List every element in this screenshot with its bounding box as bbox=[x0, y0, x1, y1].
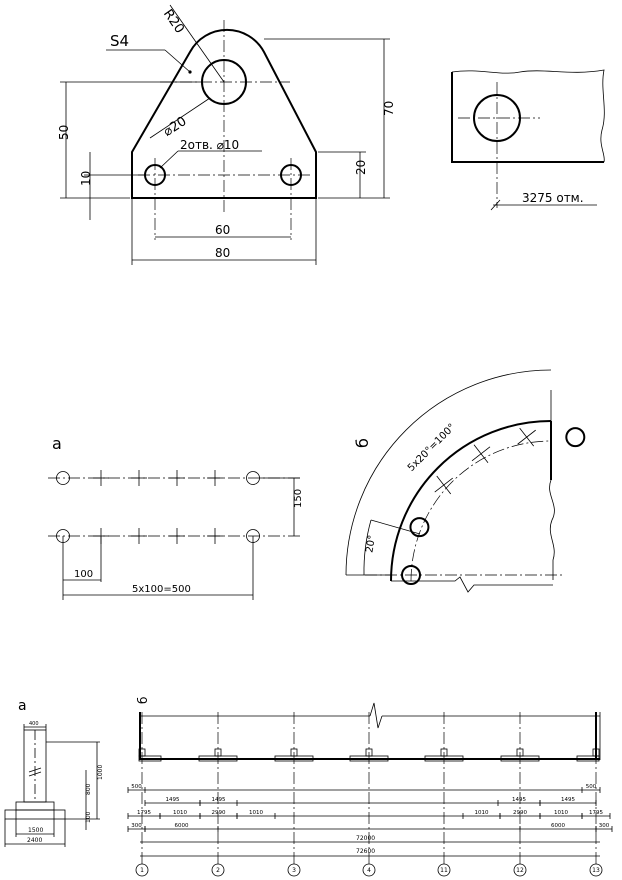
column-drawing: а 400 1000 800 100 1500 2400 bbox=[4, 698, 104, 847]
arc-hole bbox=[565, 427, 586, 448]
wall-drawing: 3275 отм. bbox=[451, 69, 605, 211]
label-a: а bbox=[52, 434, 62, 453]
dim-value: 1010 bbox=[249, 810, 263, 816]
base-plate bbox=[138, 755, 162, 762]
dim-value: 2990 bbox=[212, 810, 226, 816]
axis-label: 1 bbox=[140, 867, 144, 874]
dim-value: 1495 bbox=[561, 797, 575, 803]
axis-label: 2 bbox=[216, 867, 220, 874]
axis-label: 3 bbox=[292, 867, 296, 874]
dim-value: 300 bbox=[131, 823, 142, 829]
total-inner: 72000 bbox=[356, 835, 375, 842]
dim-100: 100 bbox=[74, 569, 93, 580]
dim-value: 6000 bbox=[551, 823, 565, 829]
col-base: 100 bbox=[85, 811, 92, 823]
dim-150: 150 bbox=[293, 489, 304, 508]
axis-bubble bbox=[287, 863, 301, 877]
wall-outline bbox=[451, 72, 604, 163]
dim-50: 50 bbox=[57, 125, 71, 140]
axis-label: 12 bbox=[516, 867, 524, 874]
axis-bubble bbox=[135, 863, 149, 877]
base-plate bbox=[576, 755, 600, 762]
angle-total: 5х20°=100° bbox=[406, 422, 458, 474]
small-holes-label: 2отв. ⌀10 bbox=[180, 138, 239, 152]
arc-cross bbox=[519, 427, 535, 447]
plate-outline bbox=[131, 28, 317, 199]
col-mid: 800 bbox=[85, 783, 92, 795]
dim-20: 20 bbox=[354, 160, 368, 175]
elevation-label: 3275 отм. bbox=[522, 191, 584, 205]
dim-value: 500 bbox=[131, 784, 142, 790]
dim-value: 300 bbox=[599, 823, 610, 829]
big-hole-label: ⌀20 bbox=[161, 114, 190, 140]
axis-bubble bbox=[589, 863, 603, 877]
dim-total: 5х100=500 bbox=[132, 584, 191, 595]
grid-drawing: а 100 5х100=500 150 bbox=[48, 434, 304, 600]
base-inner: 1500 bbox=[28, 827, 43, 834]
radius-label: R20 bbox=[160, 7, 187, 37]
axis-label: 4 bbox=[367, 867, 371, 874]
axis-bubble bbox=[211, 863, 225, 877]
dim-70: 70 bbox=[382, 101, 396, 116]
thickness-label: S4 bbox=[110, 32, 129, 50]
dim-value: 1010 bbox=[475, 810, 489, 816]
dim-value: 6000 bbox=[175, 823, 189, 829]
arc-hole bbox=[401, 565, 421, 585]
label-c-a: а bbox=[18, 698, 27, 714]
dim-value: 1010 bbox=[173, 810, 187, 816]
axis-label: 13 bbox=[592, 867, 600, 874]
plate-drawing: R20 S4 ⌀20 2отв. ⌀10 50 10 70 20 60 bbox=[57, 4, 396, 265]
dim-60: 60 bbox=[215, 223, 230, 237]
dim-value: 1795 bbox=[589, 810, 603, 816]
axis-bubble bbox=[513, 863, 527, 877]
axis-label: 11 bbox=[440, 867, 448, 874]
dim-value: 1795 bbox=[137, 810, 151, 816]
dim-10: 10 bbox=[79, 171, 93, 186]
axis-bubble bbox=[437, 863, 451, 877]
label-c-b: б bbox=[136, 697, 150, 704]
base-outer: 2400 bbox=[27, 837, 42, 844]
col-height: 1000 bbox=[97, 765, 104, 780]
angle-single: 20° bbox=[364, 534, 378, 553]
dim-value: 500 bbox=[586, 784, 597, 790]
axis-bubble bbox=[362, 863, 376, 877]
dim-value: 1495 bbox=[166, 797, 180, 803]
arc-cross bbox=[473, 444, 489, 464]
col-top: 400 bbox=[29, 721, 39, 727]
dim-value: 1495 bbox=[512, 797, 526, 803]
dim-value: 1010 bbox=[554, 810, 568, 816]
arc-cross bbox=[436, 475, 452, 495]
arc-drawing: б 5х20°=100° 20° bbox=[345, 369, 586, 593]
total-outer: 72600 bbox=[356, 848, 375, 855]
label-b: б bbox=[353, 438, 372, 448]
dim-value: 1495 bbox=[212, 797, 226, 803]
dim-80: 80 bbox=[215, 246, 230, 260]
dim-value: 2990 bbox=[513, 810, 527, 816]
arc-hole bbox=[409, 517, 430, 538]
